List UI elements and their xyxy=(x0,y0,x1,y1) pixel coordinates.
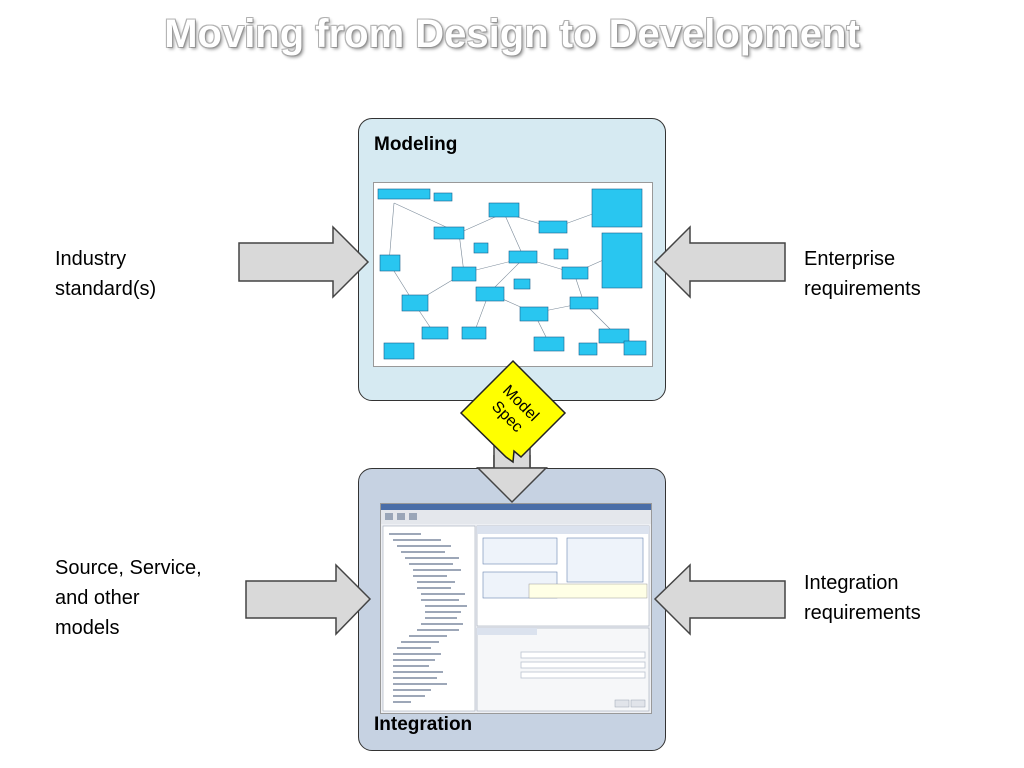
arrow-enterprise xyxy=(653,225,786,299)
integration-label: Integration xyxy=(374,714,473,735)
model-diagram-thumbnail xyxy=(373,182,653,367)
model-diagram xyxy=(377,188,647,360)
input-industry-standards: Industry standard(s) xyxy=(55,248,157,300)
arrow-industry xyxy=(238,225,370,299)
arrow-integration xyxy=(653,563,786,636)
input-source-models: Source, Service, and other models xyxy=(55,557,202,639)
arrow-source xyxy=(245,563,372,636)
ide-window xyxy=(381,504,651,712)
input-integration-requirements: Integration requirements xyxy=(804,572,921,624)
slide-title: Moving from Design to Development xyxy=(164,12,860,56)
input-enterprise-requirements: Enterprise requirements xyxy=(804,248,921,300)
ide-screenshot-thumbnail xyxy=(380,503,652,714)
modeling-label: Modeling xyxy=(374,134,458,155)
